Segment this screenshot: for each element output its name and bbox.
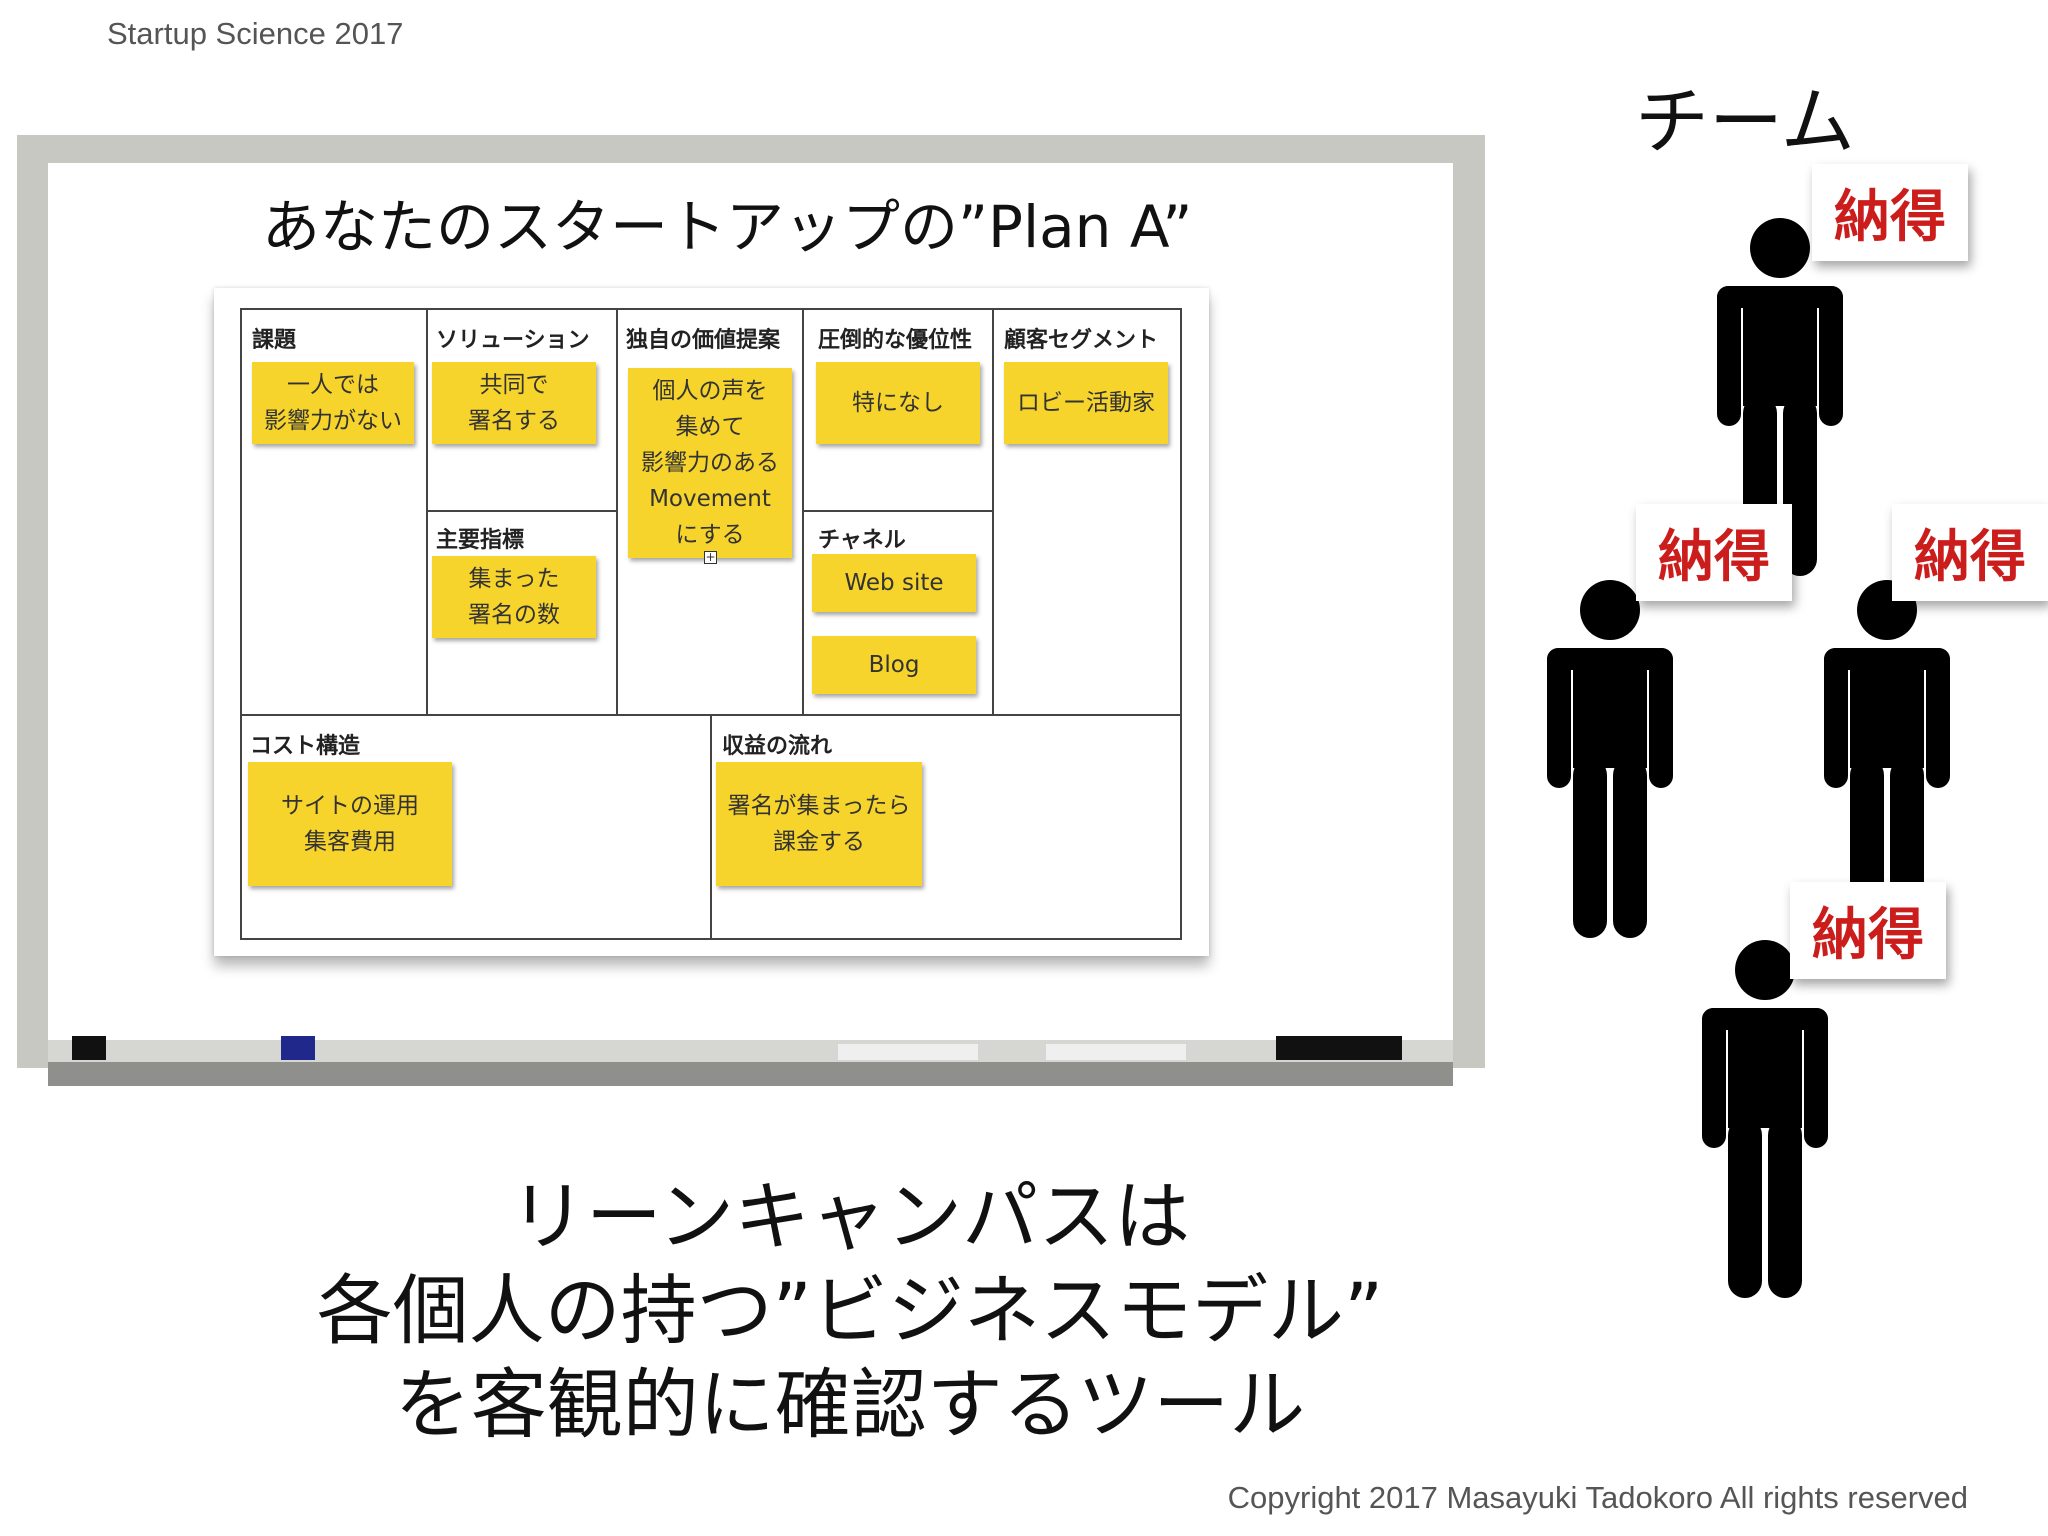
eraser-black (1276, 1036, 1402, 1060)
board-title: あなたのスタートアップの”Plan A” (262, 180, 1192, 264)
team-title: チーム (1635, 62, 1855, 169)
tag-nattoku: 納得 (1812, 164, 1968, 261)
sticky-note: Web site (812, 554, 976, 612)
sticky-note: 集まった 署名の数 (432, 556, 596, 638)
cell-title-revenue: 収益の流れ (722, 728, 832, 760)
tag-nattoku: 納得 (1790, 882, 1946, 979)
cell-title-channels: チャネル (818, 522, 906, 554)
tag-nattoku: 納得 (1892, 504, 2048, 601)
sticky-note: サイトの運用 集客費用 (248, 762, 452, 886)
eraser-strip (838, 1044, 978, 1060)
plus-icon: + (704, 551, 717, 564)
cell-title-segments: 顧客セグメント (1004, 322, 1158, 354)
sticky-note: 共同で 署名する (432, 362, 596, 444)
cell-title-advantage: 圧倒的な優位性 (818, 322, 972, 354)
sticky-note: 個人の声を 集めて 影響力のある Movement にする (628, 368, 792, 558)
sticky-note: 特になし (816, 362, 980, 444)
whiteboard-ledge (48, 1040, 1453, 1062)
copyright: Copyright 2017 Masayuki Tadokoro All rig… (1228, 1480, 1968, 1516)
whiteboard-tray (48, 1062, 1453, 1086)
cell-title-key-metrics: 主要指標 (436, 522, 524, 554)
sticky-note: ロビー活動家 (1004, 362, 1168, 444)
caption: リーンキャンパスは 各個人の持つ”ビジネスモデル” を客観的に確認するツール (280, 1170, 1420, 1452)
cell-title-cost: コスト構造 (250, 728, 360, 760)
header-label: Startup Science 2017 (107, 16, 403, 52)
cell-title-uvp: 独自の価値提案 (626, 322, 780, 354)
tag-nattoku: 納得 (1636, 504, 1792, 601)
cell-title-solution: ソリューション (436, 322, 590, 354)
person-icon (1690, 938, 1840, 1298)
marker-blue (281, 1036, 315, 1060)
marker-black (72, 1036, 106, 1060)
person-icon (1535, 578, 1685, 938)
sticky-note: Blog (812, 636, 976, 694)
sticky-note: 一人では 影響力がない (252, 362, 414, 444)
cell-title-problem: 課題 (252, 322, 296, 354)
sticky-note: 署名が集まったら 課金する (716, 762, 922, 886)
eraser-strip (1046, 1044, 1186, 1060)
